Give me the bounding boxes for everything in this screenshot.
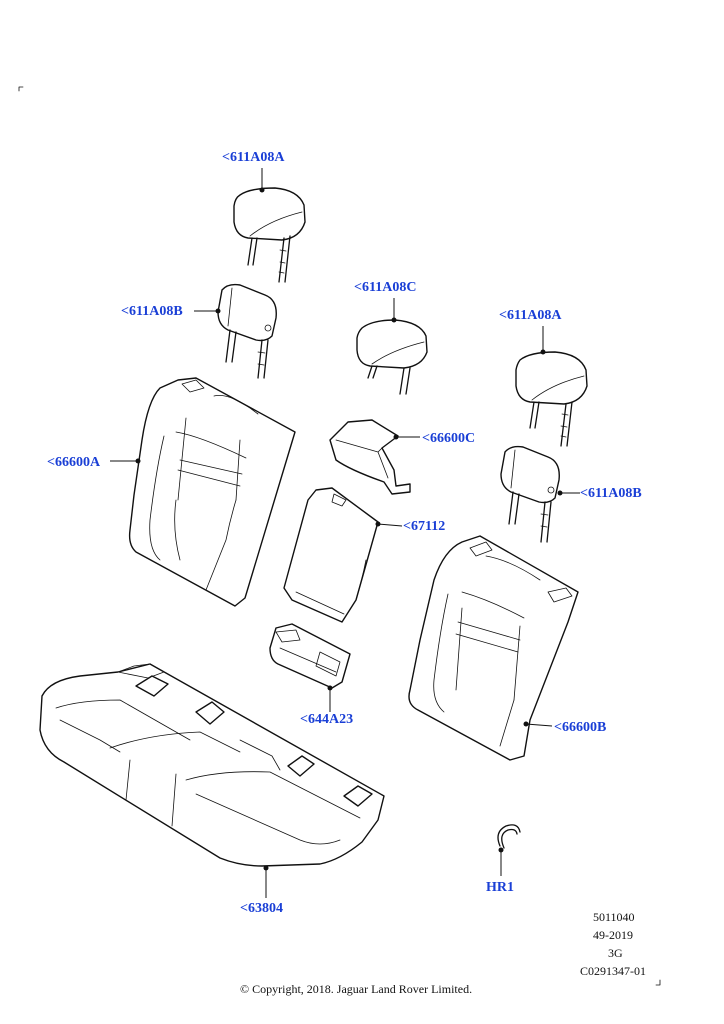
callout-hr1[interactable]: HR1 <box>486 880 514 895</box>
callout-611a08b-left[interactable]: <611A08B <box>121 304 183 319</box>
ref-line-3: 3G <box>608 946 623 960</box>
callout-611a08a-right[interactable]: <611A08A <box>499 308 562 323</box>
callout-66600c[interactable]: <66600C <box>422 431 476 446</box>
callout-611a08a-top[interactable]: <611A08A <box>222 150 285 165</box>
callout-66600a[interactable]: <66600A <box>47 455 101 470</box>
armrest-cover-drawing <box>329 419 411 495</box>
cupholder-drawing <box>269 623 351 689</box>
armrest-drawing <box>283 487 379 623</box>
headrest-4-drawing <box>515 351 588 447</box>
seat-back-right-drawing <box>408 535 579 761</box>
headrest-1-drawing <box>233 187 306 283</box>
hook-drawing <box>497 824 521 849</box>
ref-line-4: C0291347-01 <box>580 964 646 978</box>
corner-marks <box>18 86 661 986</box>
callout-611a08c[interactable]: <611A08C <box>354 280 417 295</box>
seat-back-left-drawing <box>128 377 296 607</box>
callout-67112[interactable]: <67112 <box>403 519 446 534</box>
callout-644a23[interactable]: <644A23 <box>300 712 354 727</box>
headrest-5-drawing <box>500 445 560 543</box>
copyright-text: © Copyright, 2018. Jaguar Land Rover Lim… <box>240 982 473 996</box>
callout-63804[interactable]: <63804 <box>240 901 283 916</box>
ref-line-2: 49-2019 <box>593 928 633 942</box>
leader-lines <box>110 168 580 898</box>
callout-66600b[interactable]: <66600B <box>554 720 607 735</box>
headrest-3-drawing <box>356 319 428 395</box>
headrest-2-drawing <box>217 283 277 379</box>
callout-611a08b-right[interactable]: <611A08B <box>580 486 642 501</box>
seat-cushion-drawing <box>39 663 385 867</box>
ref-line-1: 5011040 <box>593 910 635 924</box>
